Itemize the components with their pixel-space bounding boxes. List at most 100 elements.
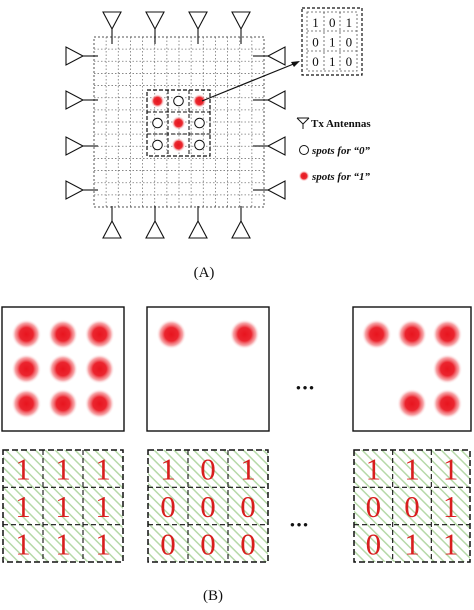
bright-spot — [48, 354, 78, 384]
antenna-icon — [231, 206, 251, 239]
one-spot-legend-icon — [298, 170, 310, 182]
one-spot — [192, 94, 207, 108]
bright-spot — [48, 388, 78, 419]
digit-grid-cell: 0 — [160, 526, 176, 561]
digit-grid-cell: 1 — [55, 526, 71, 561]
antenna-icon — [102, 11, 122, 44]
zero-spot — [173, 95, 184, 107]
zero-spot-legend-icon — [299, 145, 309, 155]
digit-grid-cell: 0 — [200, 526, 216, 561]
antenna-icon — [145, 206, 165, 239]
one-spot — [150, 94, 165, 108]
digit-grid-cell: 1 — [15, 526, 31, 561]
digit-grid-cell: 1 — [404, 452, 420, 487]
digit-grid-cell: 0 — [240, 526, 256, 561]
bright-spot — [11, 354, 42, 384]
panel-b-label: (B) — [203, 588, 223, 604]
spot-pattern-box — [1, 306, 125, 432]
digit-matrix-cell: 0 — [346, 35, 353, 50]
bright-spot — [84, 319, 115, 350]
spot-ellipsis: ••• — [296, 380, 316, 395]
antenna-icon — [253, 180, 286, 200]
digit-matrix-border — [301, 7, 363, 76]
digit-grid-cell: 0 — [366, 489, 382, 524]
antenna-icon — [253, 46, 286, 66]
bright-spot — [432, 354, 463, 384]
antenna-icon — [145, 11, 165, 44]
digit-grid-cell: 1 — [15, 489, 31, 524]
antenna-icon — [65, 46, 98, 66]
antenna-icon — [102, 206, 122, 239]
digit-grid-cell: 1 — [55, 489, 71, 524]
digit-grid-cell: 1 — [55, 452, 71, 487]
antenna-icon — [188, 206, 208, 239]
digit-matrix-cell: 0 — [312, 35, 319, 50]
digit-grid-cell: 1 — [366, 452, 382, 487]
bright-spot — [361, 319, 392, 350]
antenna-icon — [253, 136, 286, 156]
bright-spot — [397, 388, 427, 419]
bright-spot — [11, 319, 42, 350]
digit-matrix-cell: 1 — [329, 35, 336, 50]
digit-grid-cell: 1 — [240, 452, 256, 487]
digit-grid-cell: 0 — [160, 489, 176, 524]
zero-spot-legend-label: spots for “0” — [311, 145, 371, 157]
digit-matrix-cell: 0 — [346, 54, 353, 69]
antenna-icon — [253, 90, 286, 110]
digit-matrix-cell: 0 — [312, 54, 319, 69]
antenna-icon — [65, 180, 98, 200]
digit-grid-cell: 1 — [95, 526, 111, 561]
antenna-array — [65, 11, 286, 239]
digit-matrix-cell: 1 — [346, 15, 353, 30]
digit-grid-cell: 0 — [200, 489, 216, 524]
bright-spot — [11, 388, 42, 419]
digit-matrix-cell: 0 — [329, 15, 336, 30]
antenna-icon — [188, 11, 208, 44]
digit-grid-cell: 1 — [15, 452, 31, 487]
digit-matrix-cell: 1 — [329, 54, 336, 69]
digit-grid-cell: 1 — [404, 526, 420, 561]
bright-spot — [397, 319, 427, 350]
panel-a-label: (A) — [194, 265, 215, 281]
digit-grid-cell: 1 — [443, 452, 459, 487]
center-spot-matrix — [146, 89, 211, 157]
one-spot-legend-label: spots for “1” — [311, 171, 371, 183]
digit-grid-cell: 1 — [160, 452, 176, 487]
antenna-legend-icon — [296, 117, 310, 129]
one-spot — [171, 116, 186, 130]
digit-matrix-inner — [306, 11, 358, 72]
zero-spot — [152, 117, 163, 129]
spot-pattern-box — [352, 306, 472, 432]
digit-grid-cell: 0 — [404, 489, 420, 524]
pointer-line — [201, 62, 297, 102]
zero-spot — [152, 139, 163, 151]
pointer-arrowhead — [291, 61, 300, 67]
bright-spot — [84, 388, 115, 419]
bright-spot — [48, 319, 78, 350]
zero-spot — [194, 139, 205, 151]
antenna-legend-label: Tx Antennas — [311, 118, 371, 130]
spot-pattern-box — [146, 306, 270, 432]
bright-spot — [432, 388, 463, 419]
grid-ellipsis: ••• — [290, 517, 310, 532]
bright-spot — [229, 319, 260, 350]
bright-spot — [84, 354, 115, 384]
legend: Tx Antennas spots for “0” spots for “1” — [296, 117, 371, 183]
digit-grid-cell: 0 — [240, 489, 256, 524]
digit-grid-cell: 1 — [443, 489, 459, 524]
antenna-icon — [65, 90, 98, 110]
digit-matrix-cell: 1 — [312, 15, 319, 30]
digit-grid-cell: 1 — [443, 526, 459, 561]
bright-spot — [156, 319, 187, 350]
antenna-icon — [65, 136, 98, 156]
digit-grid-cell: 0 — [366, 526, 382, 561]
one-spot — [171, 138, 186, 152]
zero-spot — [194, 117, 205, 129]
